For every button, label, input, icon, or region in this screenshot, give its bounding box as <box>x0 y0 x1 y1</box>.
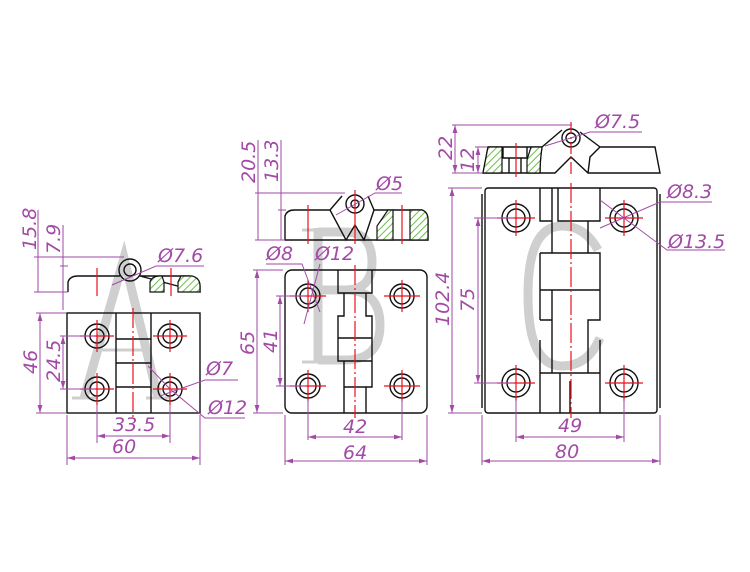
dim-b-hole-spacing-x: 42 <box>343 416 367 438</box>
dim-a-total-thickness: 15.8 <box>19 208 41 250</box>
hinge-a: 60 33.5 46 24.5 15.8 7.9 Ø7.6 Ø7 Ø12 <box>19 208 247 465</box>
dim-a-width: 60 <box>112 436 136 458</box>
dim-a-pin-dia: Ø7.6 <box>157 245 203 267</box>
dim-c-plate-thickness: 12 <box>457 148 479 172</box>
dim-b-height: 65 <box>237 331 259 355</box>
dim-c-width: 80 <box>555 441 579 463</box>
dim-b-counterbore-dia: Ø12 <box>314 243 354 265</box>
hinge-c: 80 49 102.4 75 22 12 Ø7.5 Ø8.3 Ø13.5 <box>432 111 725 465</box>
dim-b-total-thickness: 20.5 <box>238 141 260 183</box>
dim-a-hole-spacing-y: 24.5 <box>43 340 65 382</box>
dim-a-height: 46 <box>20 350 42 374</box>
dim-c-counterbore-dia: Ø13.5 <box>667 231 725 253</box>
dim-c-hole-spacing-x: 49 <box>558 415 582 437</box>
dim-c-hole-spacing-y: 75 <box>457 288 479 312</box>
hinge-a-side-view <box>67 258 201 296</box>
hinge-b-dimensions: 64 42 65 41 20.5 13.3 Ø5 Ø8 Ø12 <box>237 140 428 465</box>
watermark-letter-c <box>523 221 605 371</box>
dim-a-counterbore-dia: Ø12 <box>207 397 247 419</box>
dim-b-width: 64 <box>343 442 367 464</box>
hinge-a-dimensions: 60 33.5 46 24.5 15.8 7.9 Ø7.6 Ø7 Ø12 <box>19 208 247 465</box>
dim-b-pin-dia: Ø5 <box>375 173 403 195</box>
dim-c-height: 102.4 <box>432 272 454 326</box>
dim-c-total-thickness: 22 <box>435 136 457 160</box>
hinge-c-side-view <box>482 122 661 177</box>
hinge-b-side-view <box>284 190 429 244</box>
dim-a-hole-spacing-x: 33.5 <box>113 414 155 436</box>
dim-b-hole-dia: Ø8 <box>265 243 293 265</box>
dim-c-pin-dia: Ø7.5 <box>594 111 640 133</box>
dim-c-hole-dia: Ø8.3 <box>666 181 712 203</box>
dim-a-plate-thickness: 7.9 <box>43 224 65 254</box>
dim-b-hole-spacing-y: 41 <box>260 329 282 353</box>
dim-b-plate-thickness: 13.3 <box>261 140 283 182</box>
hinge-c-dimensions: 80 49 102.4 75 22 12 Ø7.5 Ø8.3 Ø13.5 <box>432 111 725 465</box>
hinge-b: 64 42 65 41 20.5 13.3 Ø5 Ø8 Ø12 <box>237 140 429 465</box>
dim-a-hole-dia: Ø7 <box>205 358 233 380</box>
hinge-a-front-view <box>66 308 201 418</box>
